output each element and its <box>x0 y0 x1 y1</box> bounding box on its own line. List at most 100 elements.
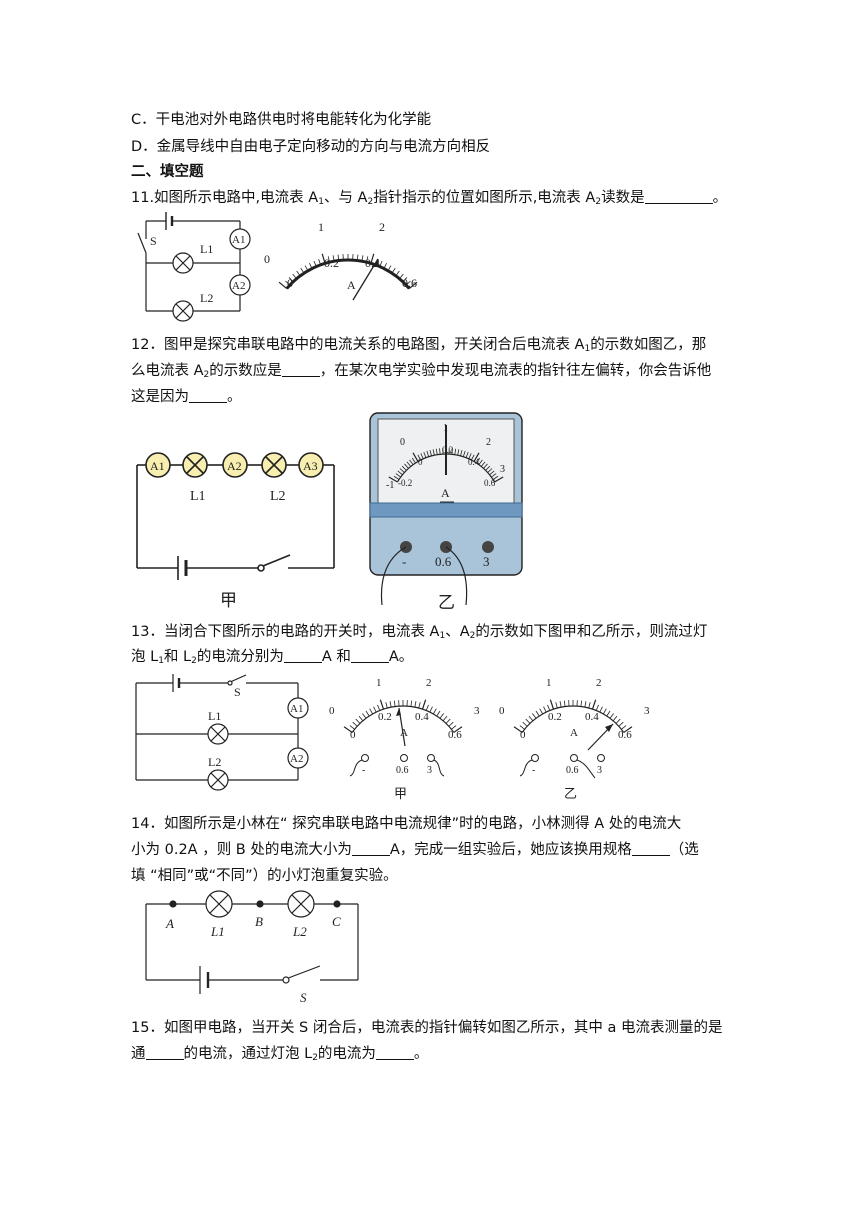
terminal-label: 3 <box>597 765 602 776</box>
dial-tick <box>535 710 540 717</box>
label-a2: A2 <box>232 280 245 292</box>
dial-tick <box>487 468 493 473</box>
lamp-l1 <box>182 452 208 478</box>
q13-figure: S L1 L2 A1 A2 0 1 2 3 0 0.2 0.4 0.6 A - … <box>135 674 650 801</box>
dial-tick <box>436 710 441 717</box>
q12-figure: A1 A2 A3 L1 L2 甲 乙 0 1 2 3 -1 -0.2 0 0.2… <box>136 412 523 612</box>
dial-tick <box>435 448 438 455</box>
tick-label: 0.2 <box>548 711 562 723</box>
question-15-line-1: 15．如图甲电路，当开关 S 闭合后，电流表的指针偏转如图乙所示，其中 a 电流… <box>131 1020 723 1036</box>
dial-tick <box>300 267 305 274</box>
tick-label: -0.2 <box>398 478 412 488</box>
q12-ammeter-panel <box>369 412 523 606</box>
dial-tick <box>393 475 400 480</box>
dial-tick <box>621 725 627 730</box>
dial-tick <box>385 702 388 709</box>
caption-yi: 乙 <box>438 593 455 612</box>
answer-blank[interactable] <box>283 648 322 663</box>
answer-blank[interactable] <box>189 388 227 403</box>
tick-label: 0 <box>350 729 356 741</box>
tick-label: 0.6 <box>484 478 496 488</box>
q13-circuit <box>135 674 309 791</box>
section-title: 二、填空题 <box>131 164 204 180</box>
tick-label: 2 <box>486 437 491 448</box>
dial-tick <box>588 702 591 709</box>
tick-label: 2 <box>379 220 385 234</box>
dial-tick <box>379 260 383 267</box>
dial-tick <box>405 280 411 286</box>
dial-tick <box>369 708 373 715</box>
q14-figure: A B C L1 L2 S <box>145 890 359 1005</box>
label-a: A <box>165 916 174 931</box>
dial-tick <box>549 699 555 710</box>
label-s: S <box>300 990 307 1005</box>
dial-tick <box>606 710 611 717</box>
switch-icon <box>282 965 321 981</box>
dial-tick <box>471 454 475 461</box>
label-l1: L1 <box>190 489 206 504</box>
dial-tick <box>465 451 469 458</box>
option-c: C．干电池对外电路供电时将电能转化为化学能 <box>131 112 432 128</box>
dial-tick <box>491 473 497 478</box>
dial-tick <box>591 699 597 710</box>
dial-tick <box>439 448 441 455</box>
dial-tick <box>410 700 413 707</box>
point-b <box>256 900 264 908</box>
dial-tick <box>442 715 448 721</box>
answer-blank[interactable] <box>644 189 713 204</box>
tick-label: 0.2 <box>442 445 453 455</box>
terminal-label: 0.6 <box>396 765 409 776</box>
dial-tick <box>432 449 435 456</box>
question-13-line-1: 13．当闭合下图所示的电路的开关时，电流表 A1、A2的示数如下图甲和乙所示，则… <box>131 624 708 641</box>
dial-tick <box>543 706 547 713</box>
terminal-3[interactable] <box>482 541 494 553</box>
dial-tick <box>389 701 392 708</box>
answer-blank[interactable] <box>350 648 389 663</box>
dial-tick <box>460 450 463 457</box>
tick-label: 0 <box>400 437 405 448</box>
dial-tick <box>327 256 330 263</box>
dial-tick <box>417 454 421 461</box>
switch-icon <box>137 232 147 254</box>
dial-arc <box>351 705 455 733</box>
answer-blank[interactable] <box>351 841 390 856</box>
dial-tick <box>454 448 457 455</box>
dial-tick <box>480 461 486 467</box>
dial-tick <box>321 253 326 264</box>
tick-label: 3 <box>644 705 650 717</box>
answer-blank[interactable] <box>281 362 320 377</box>
answer-blank[interactable] <box>145 1045 184 1060</box>
tick-label: 0.2 <box>378 711 392 723</box>
dial-tick <box>332 255 335 262</box>
tick-label: 0.4 <box>415 711 429 723</box>
answer-blank[interactable] <box>375 1045 414 1060</box>
dial-tick <box>519 725 525 730</box>
dial-tick <box>377 704 381 711</box>
dial-tick <box>404 463 409 469</box>
dial-tick <box>599 706 603 713</box>
point-a <box>169 900 177 908</box>
terminal-label: - <box>532 765 535 776</box>
tick-label: 0 <box>418 457 423 467</box>
dial-arc <box>521 705 625 733</box>
dial-tick <box>414 701 417 708</box>
q12-circuit <box>136 452 335 580</box>
dial-tick <box>423 451 427 458</box>
answer-blank[interactable] <box>631 841 670 856</box>
terminal-label: - <box>362 765 365 776</box>
question-12-line-1: 12．图甲是探究串联电路中的电流关系的电路图，开关闭合后电流表 A1的示数如图乙… <box>131 337 707 354</box>
dial-tick <box>304 265 309 271</box>
dial-tick <box>309 262 313 269</box>
dial-tick <box>356 254 359 261</box>
q11-figure: S L1 L2 A1 A2 0 1 2 0 0.2 0.4 0.6 A <box>137 212 418 322</box>
label-a1: A1 <box>232 234 245 246</box>
tick-label: 0 <box>287 276 293 290</box>
dial-tick <box>296 270 301 277</box>
label-l2: L2 <box>208 755 221 769</box>
dial-tick <box>399 468 405 473</box>
tick-label: 0.6 <box>448 729 462 741</box>
dial-tick <box>528 715 534 721</box>
question-14-line-1: 14．如图所示是小林在“ 探究串联电路中电流规律”时的电路，小林测得 A 处的电… <box>131 816 682 832</box>
meter-unit: A <box>400 727 408 739</box>
dial-tick <box>352 721 358 727</box>
